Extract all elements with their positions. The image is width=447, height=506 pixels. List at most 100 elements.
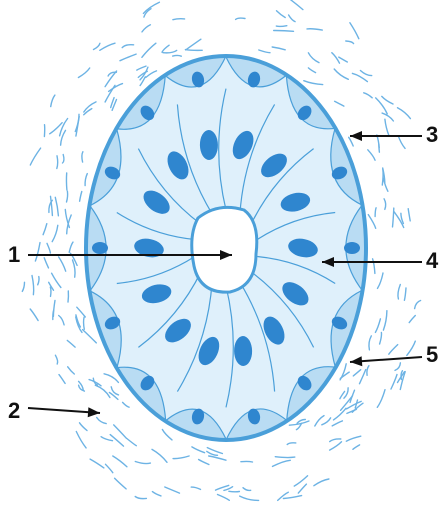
fiber-strand [409, 316, 415, 323]
arrow-5-head [350, 356, 362, 366]
fiber-strand [330, 442, 342, 450]
fiber-strand [340, 372, 349, 378]
fiber-strand [382, 96, 393, 104]
fiber-strand [135, 497, 146, 499]
fiber-strand [78, 68, 89, 78]
fiber-strand [52, 273, 61, 287]
fiber-strand [229, 491, 240, 492]
label-5: 5 [426, 342, 438, 367]
fiber-strand [308, 68, 315, 73]
label-2: 2 [8, 398, 20, 423]
fiber-strand [73, 260, 76, 277]
fiber-strand [378, 273, 384, 288]
fiber-strand [185, 50, 202, 51]
fiber-strand [382, 113, 393, 121]
fiber-strand [114, 425, 127, 438]
fiber-strand [51, 196, 53, 215]
fiber-strand [339, 57, 348, 62]
fiber-strand [59, 375, 65, 384]
fiber-strand [389, 345, 398, 355]
fiber-strand [82, 152, 83, 162]
fiber-strand [287, 443, 296, 445]
fiber-strand [349, 137, 354, 146]
fiber-strand [142, 25, 150, 32]
fiber-strand [53, 300, 55, 316]
fiber-strand [143, 2, 159, 13]
label-4: 4 [426, 248, 439, 273]
fiber-strand [375, 208, 376, 217]
fiber-strand [277, 11, 286, 18]
fiber-strand [289, 15, 296, 22]
fiber-strand [283, 496, 301, 499]
fiber-strand [123, 402, 130, 407]
fiber-strand [278, 492, 289, 500]
fiber-strand [90, 459, 104, 468]
fiber-strand [407, 341, 416, 355]
fiber-strand [304, 81, 323, 85]
basal-cell-nucleus [344, 242, 360, 254]
fiber-strand [163, 50, 177, 52]
fiber-strand [360, 71, 371, 76]
fiber-strand [332, 421, 342, 426]
fiber-strand [408, 209, 410, 221]
fiber-strand [68, 367, 75, 374]
fiber-strand [38, 277, 39, 285]
fiber-strand [334, 408, 347, 420]
fiber-strand [104, 374, 118, 383]
fiber-strand [35, 243, 40, 261]
fiber-strand [127, 439, 137, 446]
fiber-strand [380, 333, 382, 345]
lumen-group [192, 207, 257, 292]
fiber-strand [275, 457, 295, 458]
fiber-strand [398, 285, 400, 300]
fiber-strand [368, 150, 375, 160]
fiber-strand [94, 43, 100, 49]
fiber-strand [32, 276, 34, 295]
fiber-strand [186, 39, 201, 50]
fiber-strand [152, 492, 161, 496]
fiber-strand [364, 93, 373, 98]
fiber-strand [76, 432, 86, 448]
fiber-strand [322, 418, 331, 425]
fiber-strand [165, 487, 180, 493]
fiber-strand [50, 287, 51, 296]
fiber-strand [120, 54, 136, 61]
fiber-strand [47, 243, 50, 253]
fiber-strand [375, 319, 380, 333]
arrow-3-head [350, 131, 362, 141]
fiber-strand [113, 456, 127, 467]
fiber-strand [95, 385, 110, 397]
fiber-strand [415, 301, 421, 309]
fiber-strand [162, 430, 172, 440]
fiber-strand [259, 50, 270, 53]
fiber-strand [142, 43, 156, 57]
fiber-strand [59, 257, 66, 271]
fiber-strand [80, 423, 88, 431]
fiber-strand [173, 55, 182, 56]
fiber-strand [191, 487, 200, 489]
fiber-strand [224, 487, 233, 491]
fiber-strand [115, 478, 127, 489]
fiber-strand [83, 330, 97, 343]
fiber-strand [241, 461, 253, 462]
fiber-strand [63, 155, 64, 164]
fiber-strand [369, 336, 371, 350]
fiber-strand [84, 317, 85, 329]
label-1: 1 [8, 242, 20, 267]
fiber-strand [162, 45, 169, 52]
fiber-strand [346, 436, 361, 441]
fiber-strand [100, 43, 115, 50]
lumen [192, 207, 257, 292]
fiber-strand [55, 355, 57, 364]
basal-cell-nucleus [92, 242, 108, 254]
fiber-strand [101, 437, 112, 441]
fiber-strand [350, 23, 359, 39]
fiber-strand [52, 225, 58, 241]
fiber-strand [97, 418, 107, 424]
fiber-strand [347, 401, 362, 409]
fiber-strand [30, 148, 40, 165]
fiber-strand [243, 488, 251, 491]
fiber-strand [43, 224, 47, 235]
